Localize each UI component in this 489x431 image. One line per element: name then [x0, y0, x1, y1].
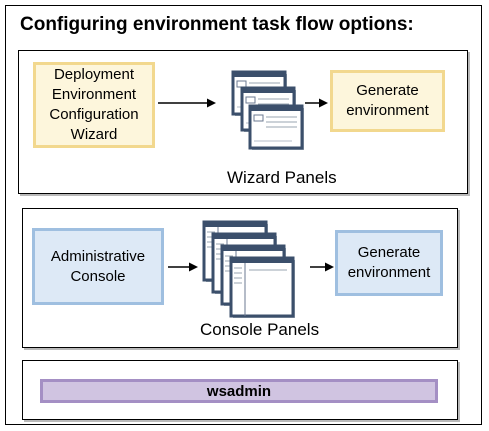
- console-generate-box: Generate environment: [335, 230, 443, 296]
- console-source-box: Administrative Console: [32, 228, 164, 305]
- console-source-line: Console: [70, 267, 126, 285]
- wizard-source-box: Deployment Environment Configuration Wiz…: [33, 62, 155, 148]
- console-source-line: Administrative: [50, 247, 146, 265]
- wizard-source-line: Deployment: [53, 66, 135, 83]
- diagram-title: Configuring environment task flow option…: [20, 14, 414, 35]
- console-generate-line: environment: [347, 264, 431, 281]
- wizard-source-line: Wizard: [70, 126, 118, 143]
- wsadmin-bar: wsadmin: [40, 379, 438, 403]
- console-panels-caption: Console Panels: [200, 320, 320, 339]
- wizard-panels-icon-stack: [231, 70, 304, 150]
- console-window-icon: [229, 256, 295, 318]
- wizard-source-line: Configuration: [49, 106, 139, 123]
- console-panels-icon-stack: [202, 220, 295, 318]
- console-generate-line: Generate: [357, 244, 421, 261]
- wizard-panels-caption: Wizard Panels: [227, 168, 337, 187]
- wizard-source-line: Environment: [51, 86, 137, 103]
- wizard-generate-line: Generate: [356, 82, 419, 99]
- wizard-generate-line: environment: [346, 102, 429, 119]
- wizard-generate-box: Generate environment: [330, 70, 445, 132]
- wizard-window-icon: [248, 104, 304, 150]
